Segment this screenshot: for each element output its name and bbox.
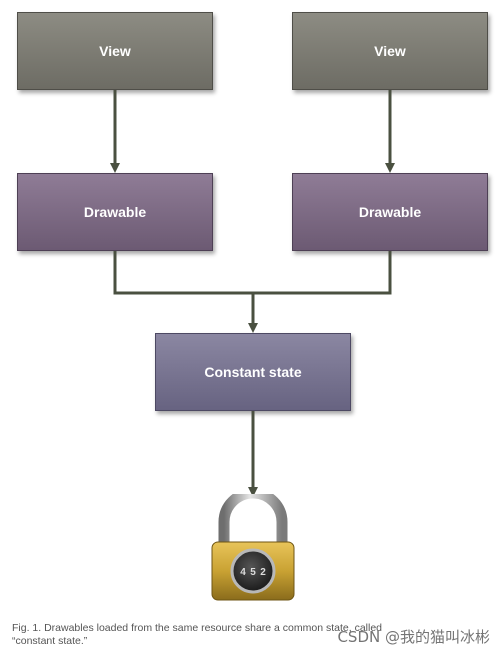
drawable-box-right: Drawable <box>292 173 488 251</box>
drawable-box-left: Drawable <box>17 173 213 251</box>
drawable-box-right-label: Drawable <box>358 204 422 220</box>
figure-caption-line-1: Fig. 1. Drawables loaded from the same r… <box>12 622 383 634</box>
connector-drawables-merge <box>113 251 392 295</box>
padlock-dial-digit-1: 4 <box>240 567 246 578</box>
watermark: CSDN @我的猫叫冰彬 <box>337 628 490 646</box>
padlock-dial-digit-3: 2 <box>260 567 266 578</box>
constant-state-box: Constant state <box>155 333 351 411</box>
padlock-dial-digit-2: 5 <box>250 567 256 578</box>
view-box-right: View <box>292 12 488 90</box>
padlock-shackle <box>218 494 288 544</box>
padlock-icon: 4 5 2 <box>211 494 295 601</box>
constant-state-label: Constant state <box>204 364 302 380</box>
view-box-right-label: View <box>374 43 406 59</box>
connectors <box>110 90 395 497</box>
drawable-box-left-label: Drawable <box>83 204 147 220</box>
view-box-left-label: View <box>99 43 131 59</box>
figure-caption: Fig. 1. Drawables loaded from the same r… <box>12 622 492 648</box>
padlock-dial <box>230 548 276 594</box>
view-box-left: View <box>17 12 213 90</box>
figure-caption-line-2: “constant state.” <box>12 635 88 647</box>
